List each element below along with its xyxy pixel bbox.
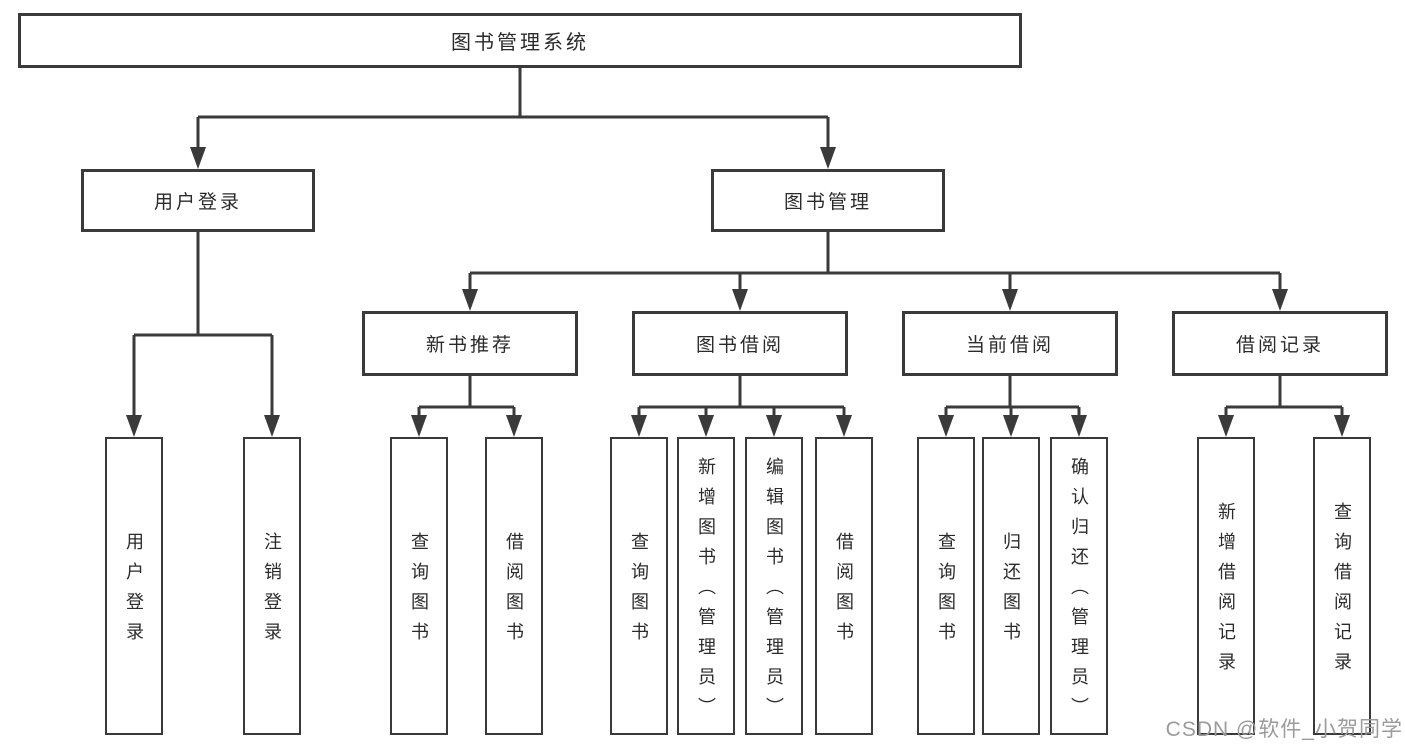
leaf-label: 查询图书 xyxy=(936,532,956,652)
leaf-query-books-recommend: 查询图书 xyxy=(390,437,448,735)
leaf-query-borrow-record: 查询借阅记录 xyxy=(1313,437,1371,735)
leaf-label: 编辑图书（管理员） xyxy=(764,457,784,727)
leaf-label: 新增借阅记录 xyxy=(1216,502,1236,682)
node-library-management-system: 图书管理系统 xyxy=(18,13,1022,68)
node-current-borrowing: 当前借阅 xyxy=(902,311,1118,376)
leaf-return-books: 归还图书 xyxy=(982,437,1040,735)
leaf-label: 借阅图书 xyxy=(504,532,524,652)
leaf-logout-login: 注销登录 xyxy=(243,437,301,735)
leaf-add-books-admin: 新增图书（管理员） xyxy=(677,437,735,735)
node-book-borrowing: 图书借阅 xyxy=(632,311,848,376)
csdn-watermark: CSDN @软件_小贺同学 xyxy=(1165,718,1403,741)
node-borrowing-records: 借阅记录 xyxy=(1172,311,1388,376)
leaf-user-login: 用户登录 xyxy=(105,437,163,735)
leaf-query-books-current: 查询图书 xyxy=(917,437,975,735)
leaf-label: 借阅图书 xyxy=(834,532,854,652)
leaf-label: 确认归还（管理员） xyxy=(1069,457,1089,727)
leaf-add-borrow-record: 新增借阅记录 xyxy=(1197,437,1255,735)
leaf-label: 查询图书 xyxy=(409,532,429,652)
leaf-borrow-books-borrowing: 借阅图书 xyxy=(815,437,873,735)
leaf-label: 查询图书 xyxy=(629,532,649,652)
leaf-query-books-borrowing: 查询图书 xyxy=(610,437,668,735)
leaf-borrow-books-recommend: 借阅图书 xyxy=(485,437,543,735)
leaf-label: 归还图书 xyxy=(1001,532,1021,652)
leaf-confirm-return-admin: 确认归还（管理员） xyxy=(1050,437,1108,735)
node-book-management: 图书管理 xyxy=(711,169,945,232)
leaf-label: 用户登录 xyxy=(124,532,144,652)
leaf-label: 查询借阅记录 xyxy=(1332,502,1352,682)
leaf-label: 新增图书（管理员） xyxy=(696,457,716,727)
node-user-login: 用户登录 xyxy=(81,169,315,232)
leaf-edit-books-admin: 编辑图书（管理员） xyxy=(745,437,803,735)
leaf-label: 注销登录 xyxy=(262,532,282,652)
node-new-book-recommend: 新书推荐 xyxy=(362,311,578,376)
